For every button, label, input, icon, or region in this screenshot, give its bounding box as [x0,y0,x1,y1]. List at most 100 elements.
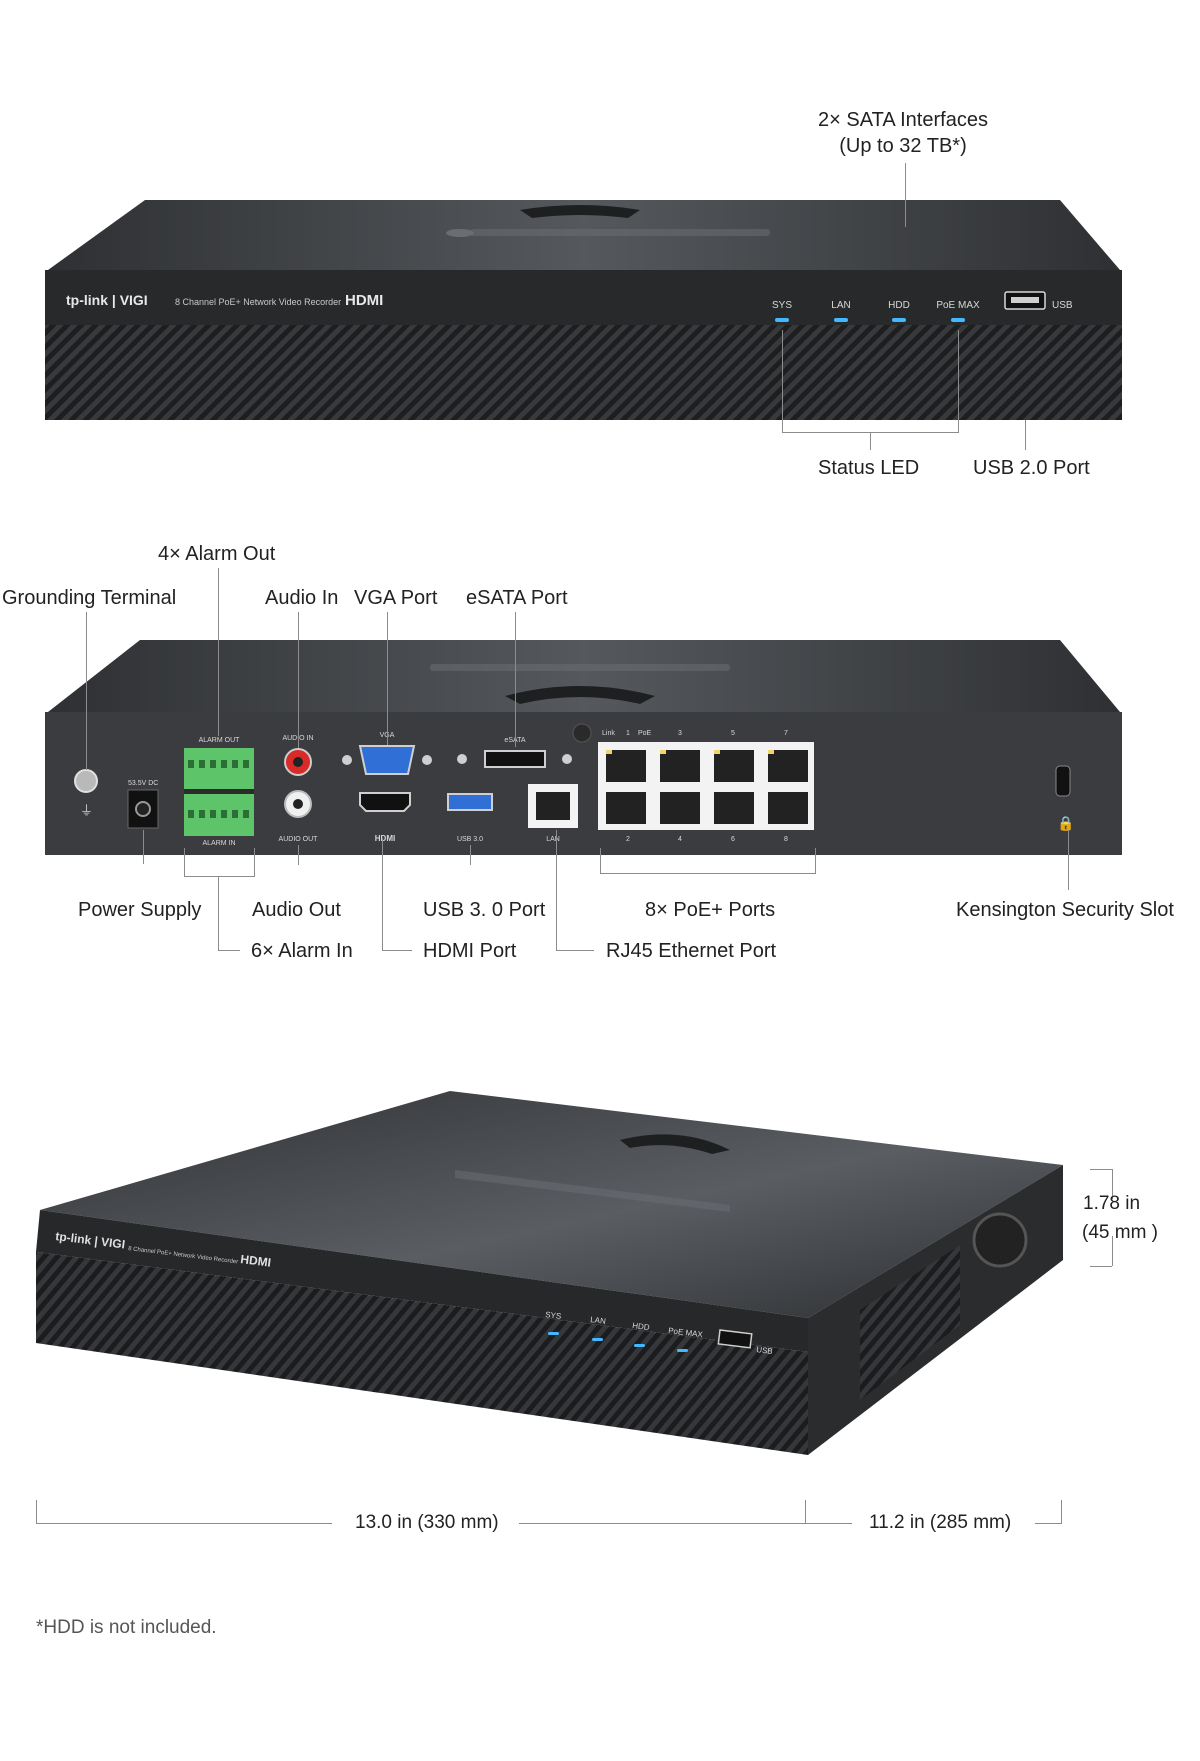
front-grille [45,325,1122,420]
hdmi-port [359,792,411,812]
port-number-4: 4 [678,836,682,843]
dim-width-line-left [36,1523,332,1524]
callout-sata-line1: 2× SATA Interfaces [818,109,988,131]
dim-height-in: 1.78 in [1083,1193,1141,1214]
rear-view-device: ⏚ 53.5V DC ALARM OUT ALARM IN AUDIO IN A… [45,640,1122,855]
persp-front-grille [36,1252,808,1455]
bracket-alarm-in-right [254,848,255,876]
dim-height-mm: (45 mm ) [1082,1222,1158,1243]
callout-power-supply: Power Supply [78,899,202,921]
leader-grounding [86,612,87,770]
persp-usb-port [717,1329,753,1349]
port-number-3: 3 [678,730,682,737]
callout-vga: VGA Port [354,587,438,609]
dim-depth-line-right [1035,1523,1062,1524]
leader-rj45 [556,830,557,950]
port-number-7: 7 [784,730,788,737]
dim-width-left-tick [36,1500,37,1524]
dim-width-line-right [519,1523,805,1524]
dim-depth-line-left [806,1523,852,1524]
leader-vga [387,612,388,745]
persp-led-sys: SYS [545,1310,562,1321]
dim-height-bar-bottom [1112,1236,1113,1266]
leader-alarm-in-h [218,950,240,951]
persp-status-leds [548,1332,688,1352]
callout-audio-in: Audio In [265,587,339,609]
dim-depth-right-tick [1061,1500,1062,1524]
persp-front-strip [36,1210,808,1352]
callout-alarm-in: 6× Alarm In [251,940,353,962]
bracket-alarm-in-bottom [184,876,255,877]
dim-depth: 11.2 in (285 mm) [869,1512,1012,1533]
callout-poe-ports: 8× PoE+ Ports [645,899,776,921]
leader-power [143,830,144,864]
dim-mid-tick [805,1500,806,1524]
leader-led [870,432,871,450]
callout-sata: 2× SATA Interfaces (Up to 32 TB*) [803,107,1003,159]
callout-grounding: Grounding Terminal [2,587,177,609]
dim-height-bottom [1090,1266,1112,1267]
footnote-hdd: *HDD is not included. [36,1617,217,1638]
vga-port [358,745,416,775]
usb3-label: USB 3.0 [457,836,483,843]
persp-top-lid [40,1091,1063,1318]
led-label-lan: LAN [831,300,850,311]
audio-out-label: AUDIO OUT [279,836,319,843]
led-label-sys: SYS [772,300,792,311]
callout-audio-out: Audio Out [252,899,341,921]
callout-kensington: Kensington Security Slot [956,899,1174,921]
persp-lid-logo [455,1170,730,1212]
leader-hdmi-h [382,950,412,951]
leader-sata [905,163,906,227]
poe-ports [606,750,808,824]
leader-usb3 [470,845,471,865]
front-logo: tp-link | VIGI [66,292,148,308]
poe-port-leds [606,750,774,754]
front-bezel-strip [45,270,1122,325]
bracket-poe-left [600,848,601,873]
callout-usb2: USB 2.0 Port [973,457,1090,479]
dim-height-bar-top [1112,1169,1113,1199]
alarm-out-label: ALARM OUT [199,737,241,744]
leader-esata [515,612,516,747]
perspective-view-device: tp-link | VIGI 8 Channel PoE+ Network Vi… [36,1091,1063,1455]
poe-label: PoE [638,730,652,737]
persp-lid-notch [620,1134,730,1154]
front-view-device: tp-link | VIGI 8 Channel PoE+ Network Vi… [45,200,1122,420]
leader-rj45-h [556,950,594,951]
lid-logo [446,229,770,237]
alarm-in-label: ALARM IN [202,840,235,847]
persp-led-hdd: HDD [632,1321,651,1332]
grounding-terminal-screw [74,769,98,793]
leader-audio-in [298,612,299,748]
port-number-2: 2 [626,836,630,843]
dim-height-top [1090,1169,1112,1170]
port-number-1: 1 [626,730,630,737]
callout-hdmi: HDMI Port [423,940,517,962]
bracket-alarm-in-left [184,848,185,876]
led-label-hdd: HDD [888,300,910,311]
persp-hdmi-logo: HDMI [240,1252,272,1270]
front-hdmi-logo: HDMI [345,292,383,309]
led-label-poe-max: PoE MAX [936,300,980,311]
hdmi-port-label: HDMI [375,834,395,843]
lan-label: LAN [546,836,560,843]
usb3-port [447,793,493,811]
leader-audio-out [298,845,299,865]
bracket-led-left [782,330,783,432]
rear-top-lid [48,640,1120,712]
status-leds [775,318,965,322]
bracket-led-right [958,330,959,432]
esata-port [484,750,546,768]
callout-esata: eSATA Port [466,587,568,609]
bracket-poe-bottom [600,873,816,874]
persp-led-poe-max: PoE MAX [668,1326,704,1339]
persp-fan [972,1212,1028,1268]
ground-symbol: ⏚ [80,803,93,818]
link-label: Link [602,730,615,737]
callout-status-led: Status LED [818,457,920,479]
callout-sata-line2: (Up to 32 TB*) [839,135,967,157]
callout-usb3: USB 3. 0 Port [423,899,546,921]
callout-rj45: RJ45 Ethernet Port [606,940,777,962]
front-model-text: 8 Channel PoE+ Network Video Recorder [175,297,341,307]
